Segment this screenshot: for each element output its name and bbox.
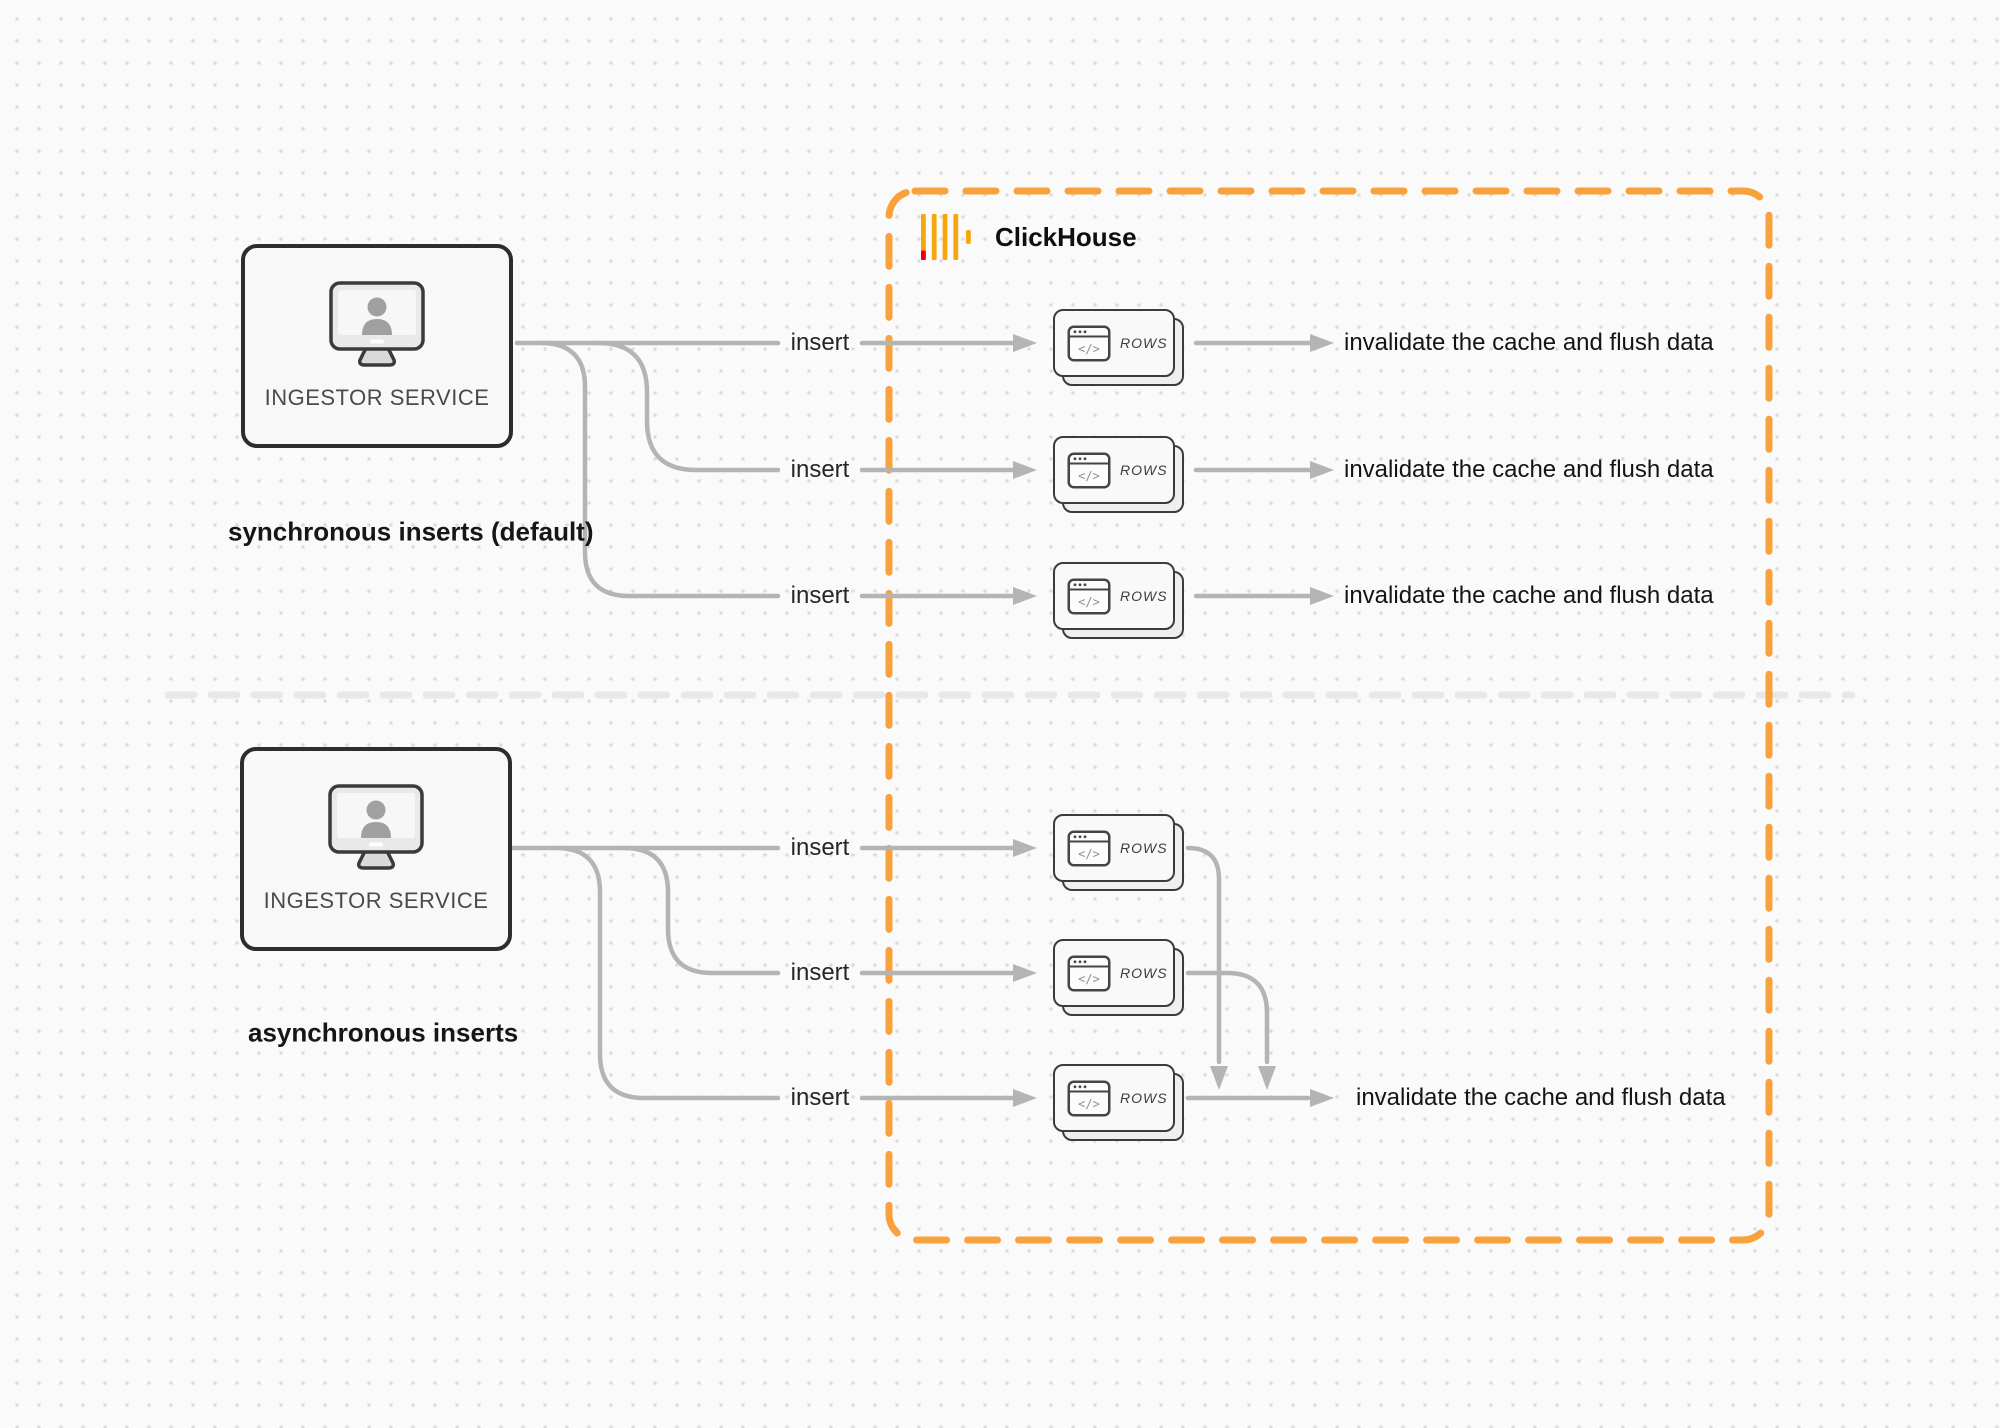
code-window-icon: </> [1067,830,1111,866]
code-window-icon: </> [1067,325,1111,361]
insert-label: insert [790,329,850,356]
rows-card: </> ROWS [1053,309,1184,386]
ingestor-service-box-sync: INGESTOR SERVICE [241,244,513,448]
rows-card: </> ROWS [1053,814,1184,891]
rows-label: ROWS [1120,588,1168,604]
result-label: invalidate the cache and flush data [1344,582,1714,609]
monitor-user-icon [328,784,424,870]
insert-label: insert [790,959,850,986]
service-label: INGESTOR SERVICE [263,888,489,913]
svg-text:</>: </> [1078,595,1100,609]
rows-label: ROWS [1120,840,1168,856]
insert-label: insert [790,1084,850,1111]
insert-label: insert [790,456,850,483]
clickhouse-header: ClickHouse [921,214,1137,260]
service-label: INGESTOR SERVICE [264,385,490,410]
ingestor-service-box-async: INGESTOR SERVICE [240,747,512,951]
connector-lines [506,340,1315,1101]
result-label: invalidate the cache and flush data [1344,329,1714,356]
rows-card: </> ROWS [1053,562,1184,639]
rows-card: </> ROWS [1053,1064,1184,1141]
sync-caption: synchronous inserts (default) [228,516,594,547]
svg-text:</>: </> [1078,847,1100,861]
svg-text:</>: </> [1078,469,1100,483]
rows-card: </> ROWS [1053,939,1184,1016]
insert-label: insert [790,834,850,861]
svg-text:</>: </> [1078,342,1100,356]
rows-label: ROWS [1120,965,1168,981]
async-caption: asynchronous inserts [248,1017,519,1048]
clickhouse-label: ClickHouse [995,221,1137,252]
svg-text:</>: </> [1078,972,1100,986]
svg-text:</>: </> [1078,1097,1100,1111]
code-window-icon: </> [1067,955,1111,991]
rows-label: ROWS [1120,335,1168,351]
code-window-icon: </> [1067,1080,1111,1116]
code-window-icon: </> [1067,578,1111,614]
rows-label: ROWS [1120,462,1168,478]
rows-card: </> ROWS [1053,436,1184,513]
result-label: invalidate the cache and flush data [1356,1084,1726,1111]
clickhouse-logo-icon [921,214,971,260]
insert-label: insert [790,582,850,609]
monitor-user-icon [329,281,425,367]
code-window-icon: </> [1067,452,1111,488]
rows-label: ROWS [1120,1090,1168,1106]
result-label: invalidate the cache and flush data [1344,456,1714,483]
